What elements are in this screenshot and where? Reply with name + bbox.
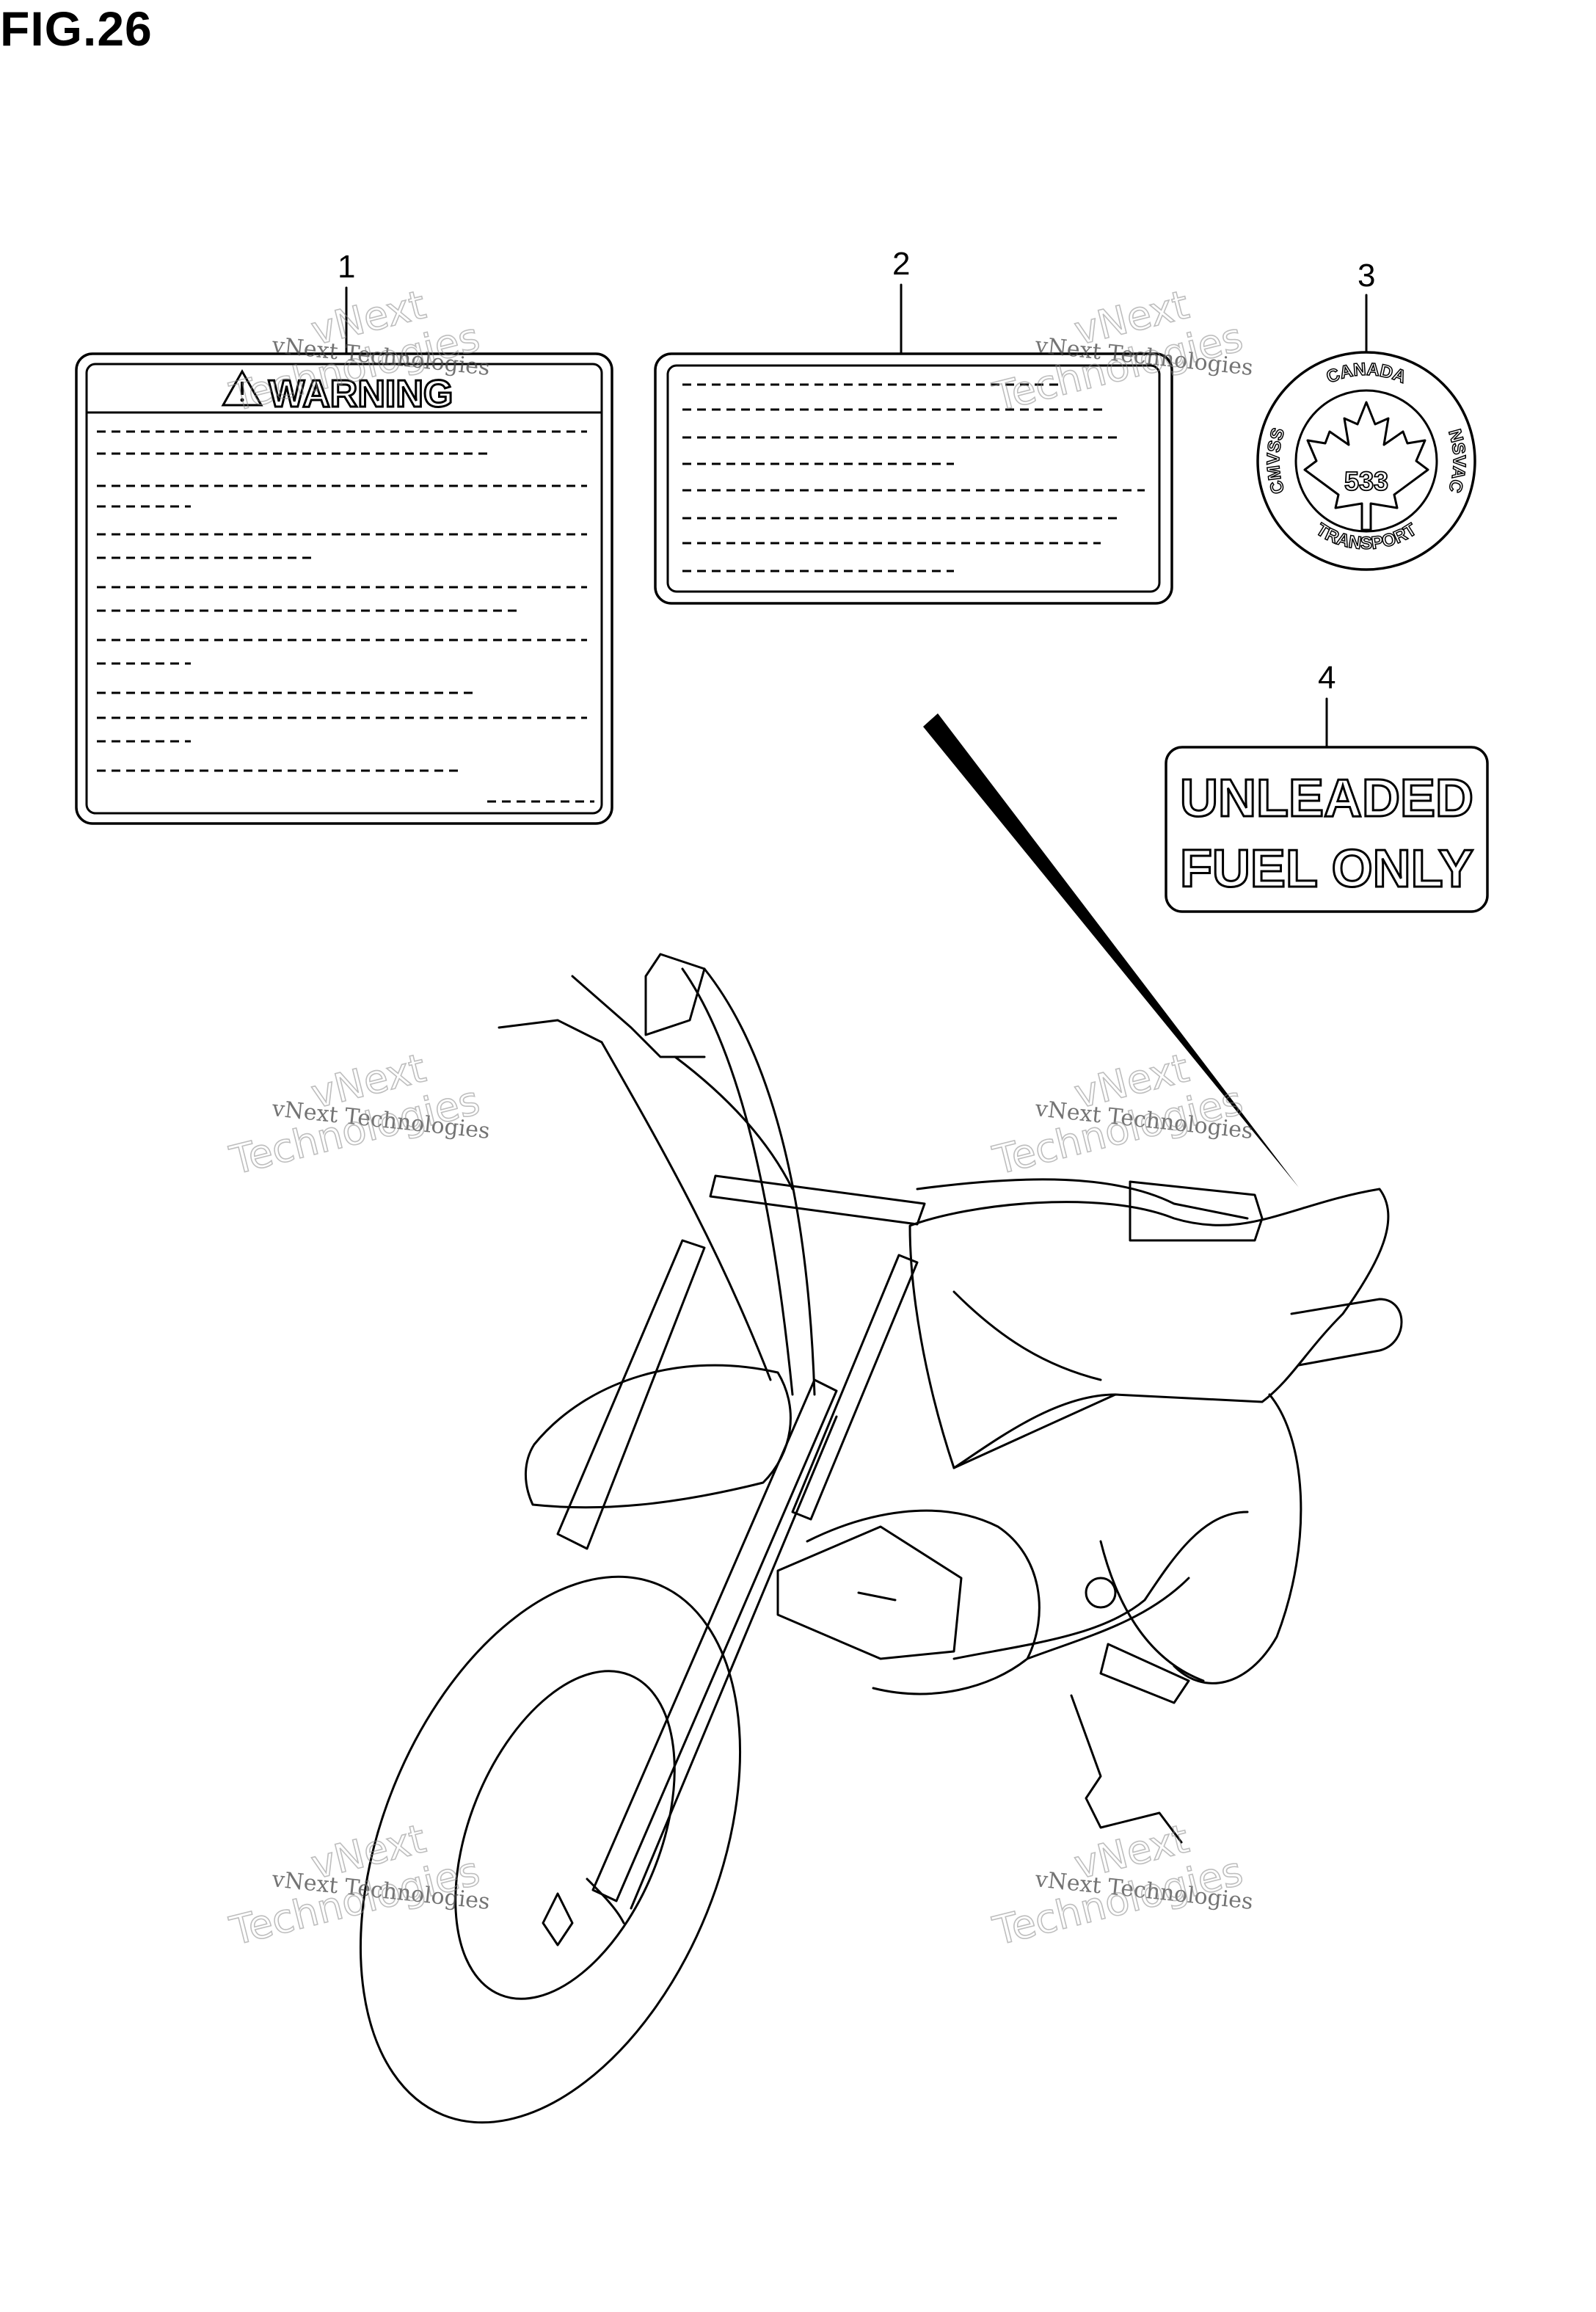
callout-3: 3: [1358, 258, 1375, 294]
seal-text-right: NSVAC: [1444, 427, 1469, 495]
info-text-lines: [682, 383, 1145, 572]
seal-text-left: CMVSS: [1264, 426, 1289, 496]
figure-title: FIG.26: [0, 1, 153, 56]
warning-text-lines: [97, 430, 594, 803]
warning-label[interactable]: 1 WARNING: [75, 249, 613, 825]
unleaded-line-2: FUEL ONLY: [1180, 840, 1473, 898]
seal-text-bottom: TRANSPORT: [1313, 520, 1421, 553]
seal-text-top: CANADA: [1324, 360, 1409, 388]
unleaded-line-1: UNLEADED: [1180, 769, 1473, 828]
motorcycle-illustration: [360, 953, 1403, 2124]
callout-1: 1: [338, 249, 355, 285]
warning-heading: WARNING: [269, 373, 453, 415]
warning-triangle-icon: [221, 368, 263, 407]
info-label[interactable]: 2: [654, 246, 1173, 605]
callout-4: 4: [1318, 660, 1336, 696]
seal-number: 533: [1344, 466, 1388, 496]
location-pointer-arrow: [923, 713, 1299, 1188]
canada-seal-label[interactable]: 3 CANADA TRANSPORT CMVSS NSVAC 533: [1256, 258, 1476, 571]
callout-2: 2: [892, 246, 910, 282]
unleaded-fuel-label[interactable]: 4 UNLEADED FUEL ONLY: [1165, 660, 1489, 913]
maple-leaf-icon: [1303, 401, 1429, 531]
